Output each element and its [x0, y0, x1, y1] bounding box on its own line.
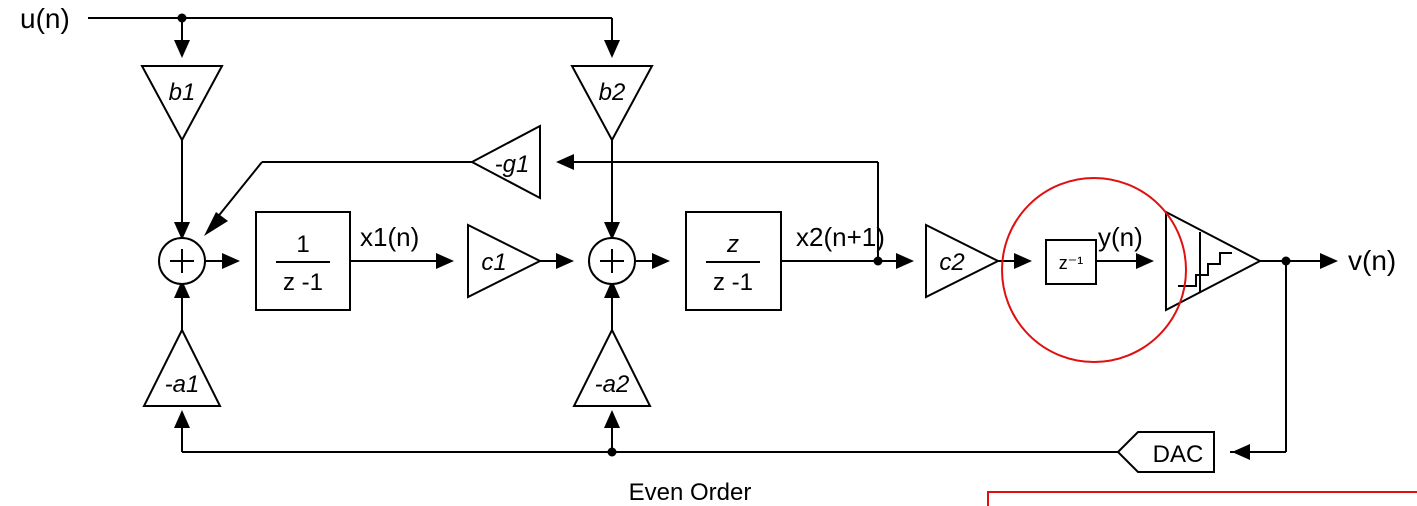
integrator-2-denominator: z -1 — [713, 269, 753, 296]
gain-a1: -a1 — [142, 327, 222, 407]
dac-label: DAC — [1153, 441, 1204, 468]
integrator-2-numerator: z — [726, 231, 739, 258]
gain-g1-label: -g1 — [495, 151, 530, 178]
junction-dots — [177, 13, 1291, 457]
gain-b2: b2 — [570, 65, 654, 143]
gain-c1: c1 — [467, 223, 543, 299]
gain-c2: c2 — [925, 223, 1001, 299]
quantizer — [1165, 210, 1263, 312]
x1-label: x1(n) — [360, 222, 419, 252]
integrator-1: 1 z -1 — [255, 211, 351, 311]
y-label: y(n) — [1098, 222, 1143, 252]
gain-b2-label: b2 — [599, 79, 626, 106]
output-label: v(n) — [1348, 245, 1396, 276]
summer-1 — [158, 237, 206, 285]
gain-c1-label: c1 — [481, 249, 506, 276]
delay-label: z⁻¹ — [1059, 253, 1084, 273]
gain-g1: -g1 — [469, 124, 541, 200]
arrowheads — [174, 40, 1338, 460]
gain-a2: -a2 — [572, 327, 652, 407]
integrator-2: z z -1 — [685, 211, 782, 311]
gain-b1-label: b1 — [169, 79, 196, 106]
gain-a2-label: -a2 — [595, 371, 630, 398]
x2-label: x2(n+1) — [796, 222, 885, 252]
delay-block: z⁻¹ — [1045, 239, 1097, 285]
summer-2 — [588, 237, 636, 285]
gain-a1-label: -a1 — [165, 371, 200, 398]
highlight-box-edge — [987, 491, 1417, 506]
gain-b1: b1 — [140, 65, 224, 143]
dac-block: DAC — [1116, 431, 1215, 473]
integrator-1-denominator: z -1 — [283, 269, 323, 296]
diagram-caption: Even Order — [629, 479, 752, 506]
integrator-1-numerator: 1 — [296, 231, 309, 258]
input-label: u(n) — [20, 3, 70, 34]
gain-c2-label: c2 — [939, 249, 964, 276]
wires — [88, 17, 1330, 453]
highlight-circle — [1001, 177, 1187, 363]
